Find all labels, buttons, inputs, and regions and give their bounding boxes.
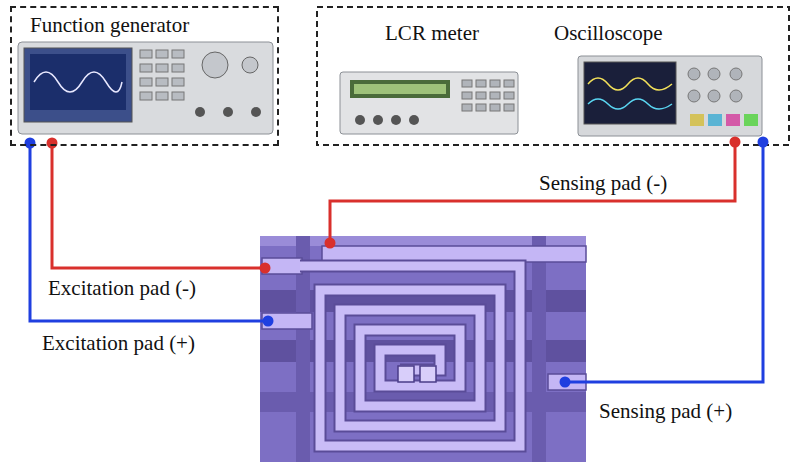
pad-label: Excitation pad (-) (46, 275, 198, 301)
pad-label: Sensing pad (+) (597, 398, 734, 424)
heading: Oscilloscope (554, 20, 768, 46)
pad-label: Excitation pad (+) (40, 330, 197, 356)
instrument-group-outline (317, 7, 789, 145)
wire-end-dots (25, 137, 769, 388)
instrument-label: LCR meter (352, 20, 512, 52)
instrument-box: Function generator (10, 6, 279, 146)
chip-micrograph (260, 236, 586, 462)
heading: LCR meter (352, 20, 512, 46)
heading: Function generator (30, 12, 277, 38)
lcr-meter-device (340, 72, 518, 134)
pad-label: Sensing pad (-) (537, 170, 669, 196)
instrument-label: Oscilloscope (548, 20, 768, 52)
function-generator-device (18, 42, 273, 134)
oscilloscope-device (578, 56, 762, 136)
probe-wires (30, 142, 763, 382)
